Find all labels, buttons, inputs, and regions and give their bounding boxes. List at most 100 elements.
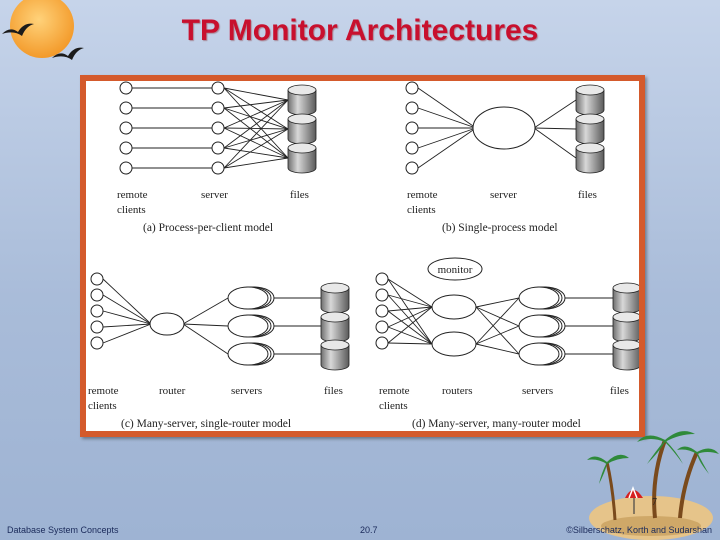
file-disk-icon [287, 142, 317, 174]
file-disk-icon [575, 84, 605, 116]
remote-client-circle [90, 304, 104, 318]
client-router-link [387, 326, 433, 345]
server-file-link [223, 128, 289, 149]
label-remote: remote [88, 385, 119, 397]
file-disk-icon [612, 282, 639, 314]
file-disk-icon [320, 282, 350, 314]
label-files: files [610, 385, 629, 397]
file-disk-icon [320, 311, 350, 343]
single-server-ellipse [472, 106, 536, 150]
disk-top [287, 142, 317, 154]
server-file-link [223, 107, 289, 159]
client-router-link [387, 310, 433, 345]
island-palm-logo [587, 431, 719, 540]
remote-client-circle [405, 101, 419, 115]
server-file-link [223, 157, 289, 169]
server-ellipse [227, 286, 269, 310]
client-router-link [387, 306, 433, 344]
server-file-link [533, 99, 577, 129]
caption-c: (c) Many-server, single-router model [121, 418, 291, 430]
disk-body [320, 345, 350, 371]
client-router-link [387, 342, 433, 345]
client-server-link [417, 127, 477, 169]
client-router-link [387, 306, 433, 328]
label-clients: clients [407, 204, 436, 216]
disk-top [612, 339, 639, 351]
remote-client-circle [90, 288, 104, 302]
label-files: files [290, 189, 309, 201]
remote-client-circle [375, 304, 389, 318]
remote-client-circle [90, 272, 104, 286]
label-server: server [490, 189, 517, 201]
remote-client-circle [405, 81, 419, 95]
file-disk-icon [575, 142, 605, 174]
server-file-link [223, 127, 289, 159]
remote-client-circle [405, 161, 419, 175]
caption-a: (a) Process-per-client model [143, 222, 273, 234]
file-disk-icon [612, 339, 639, 371]
disk-top [575, 84, 605, 96]
router-server-link [475, 343, 520, 355]
file-disk-icon [287, 84, 317, 116]
router-ellipse [149, 312, 185, 336]
remote-client-circle [119, 141, 133, 155]
footer-course-name: Database System Concepts [7, 525, 119, 535]
disk-top [612, 282, 639, 294]
router-server-link [182, 323, 229, 327]
router-server-link [475, 306, 520, 355]
remote-client-circle [405, 121, 419, 135]
slide-title: TP Monitor Architectures [181, 14, 539, 47]
label-servers: servers [522, 385, 553, 397]
disk-body [575, 148, 605, 174]
footer-slide-number: 20.7 [360, 525, 378, 535]
label-remote: remote [407, 189, 438, 201]
page-number: 7 [652, 497, 657, 508]
remote-client-circle [375, 320, 389, 334]
router-server-link [475, 325, 520, 345]
label-files: files [324, 385, 343, 397]
architecture-figure: remote clients server files (a) Process-per-… [86, 81, 639, 431]
server-process-circle [211, 101, 225, 115]
server-file-link [223, 87, 289, 130]
router-server-link [475, 297, 520, 345]
remote-client-circle [375, 336, 389, 350]
server-process-circle [211, 81, 225, 95]
server-file-link [223, 99, 289, 149]
client-router-link [102, 323, 152, 328]
label-remote: remote [117, 189, 148, 201]
client-router-link [102, 294, 152, 325]
server-ellipse [518, 314, 560, 338]
client-router-link [102, 310, 152, 325]
server-file-link [223, 99, 289, 169]
client-router-link [387, 294, 433, 345]
file-disk-icon [320, 339, 350, 371]
disk-top [320, 282, 350, 294]
label-router: router [159, 385, 186, 397]
client-server-link [417, 87, 477, 129]
remote-client-circle [375, 288, 389, 302]
remote-client-circle [90, 320, 104, 334]
router-server-link [182, 323, 229, 355]
file-disk-icon [287, 113, 317, 145]
client-router-link [387, 278, 433, 345]
server-file-link [223, 87, 289, 101]
label-clients: clients [88, 400, 117, 412]
router-ellipse [431, 331, 477, 357]
server-file-link [223, 127, 289, 130]
server-process-circle [211, 121, 225, 135]
label-monitor: monitor [438, 264, 473, 276]
client-server-link [417, 107, 477, 129]
server-process-circle [211, 141, 225, 155]
server-file-link [223, 107, 289, 130]
remote-client-circle [119, 81, 133, 95]
server-file-link [533, 127, 577, 130]
client-router-link [387, 294, 433, 308]
client-server-link [417, 127, 477, 149]
server-file-link [533, 127, 577, 159]
disk-top [612, 311, 639, 323]
router-ellipse [431, 294, 477, 320]
disk-top [575, 113, 605, 125]
footer-copyright: ©Silberschatz, Korth and Sudarshan [566, 525, 712, 535]
monitor-ellipse [427, 257, 483, 281]
remote-client-circle [375, 272, 389, 286]
